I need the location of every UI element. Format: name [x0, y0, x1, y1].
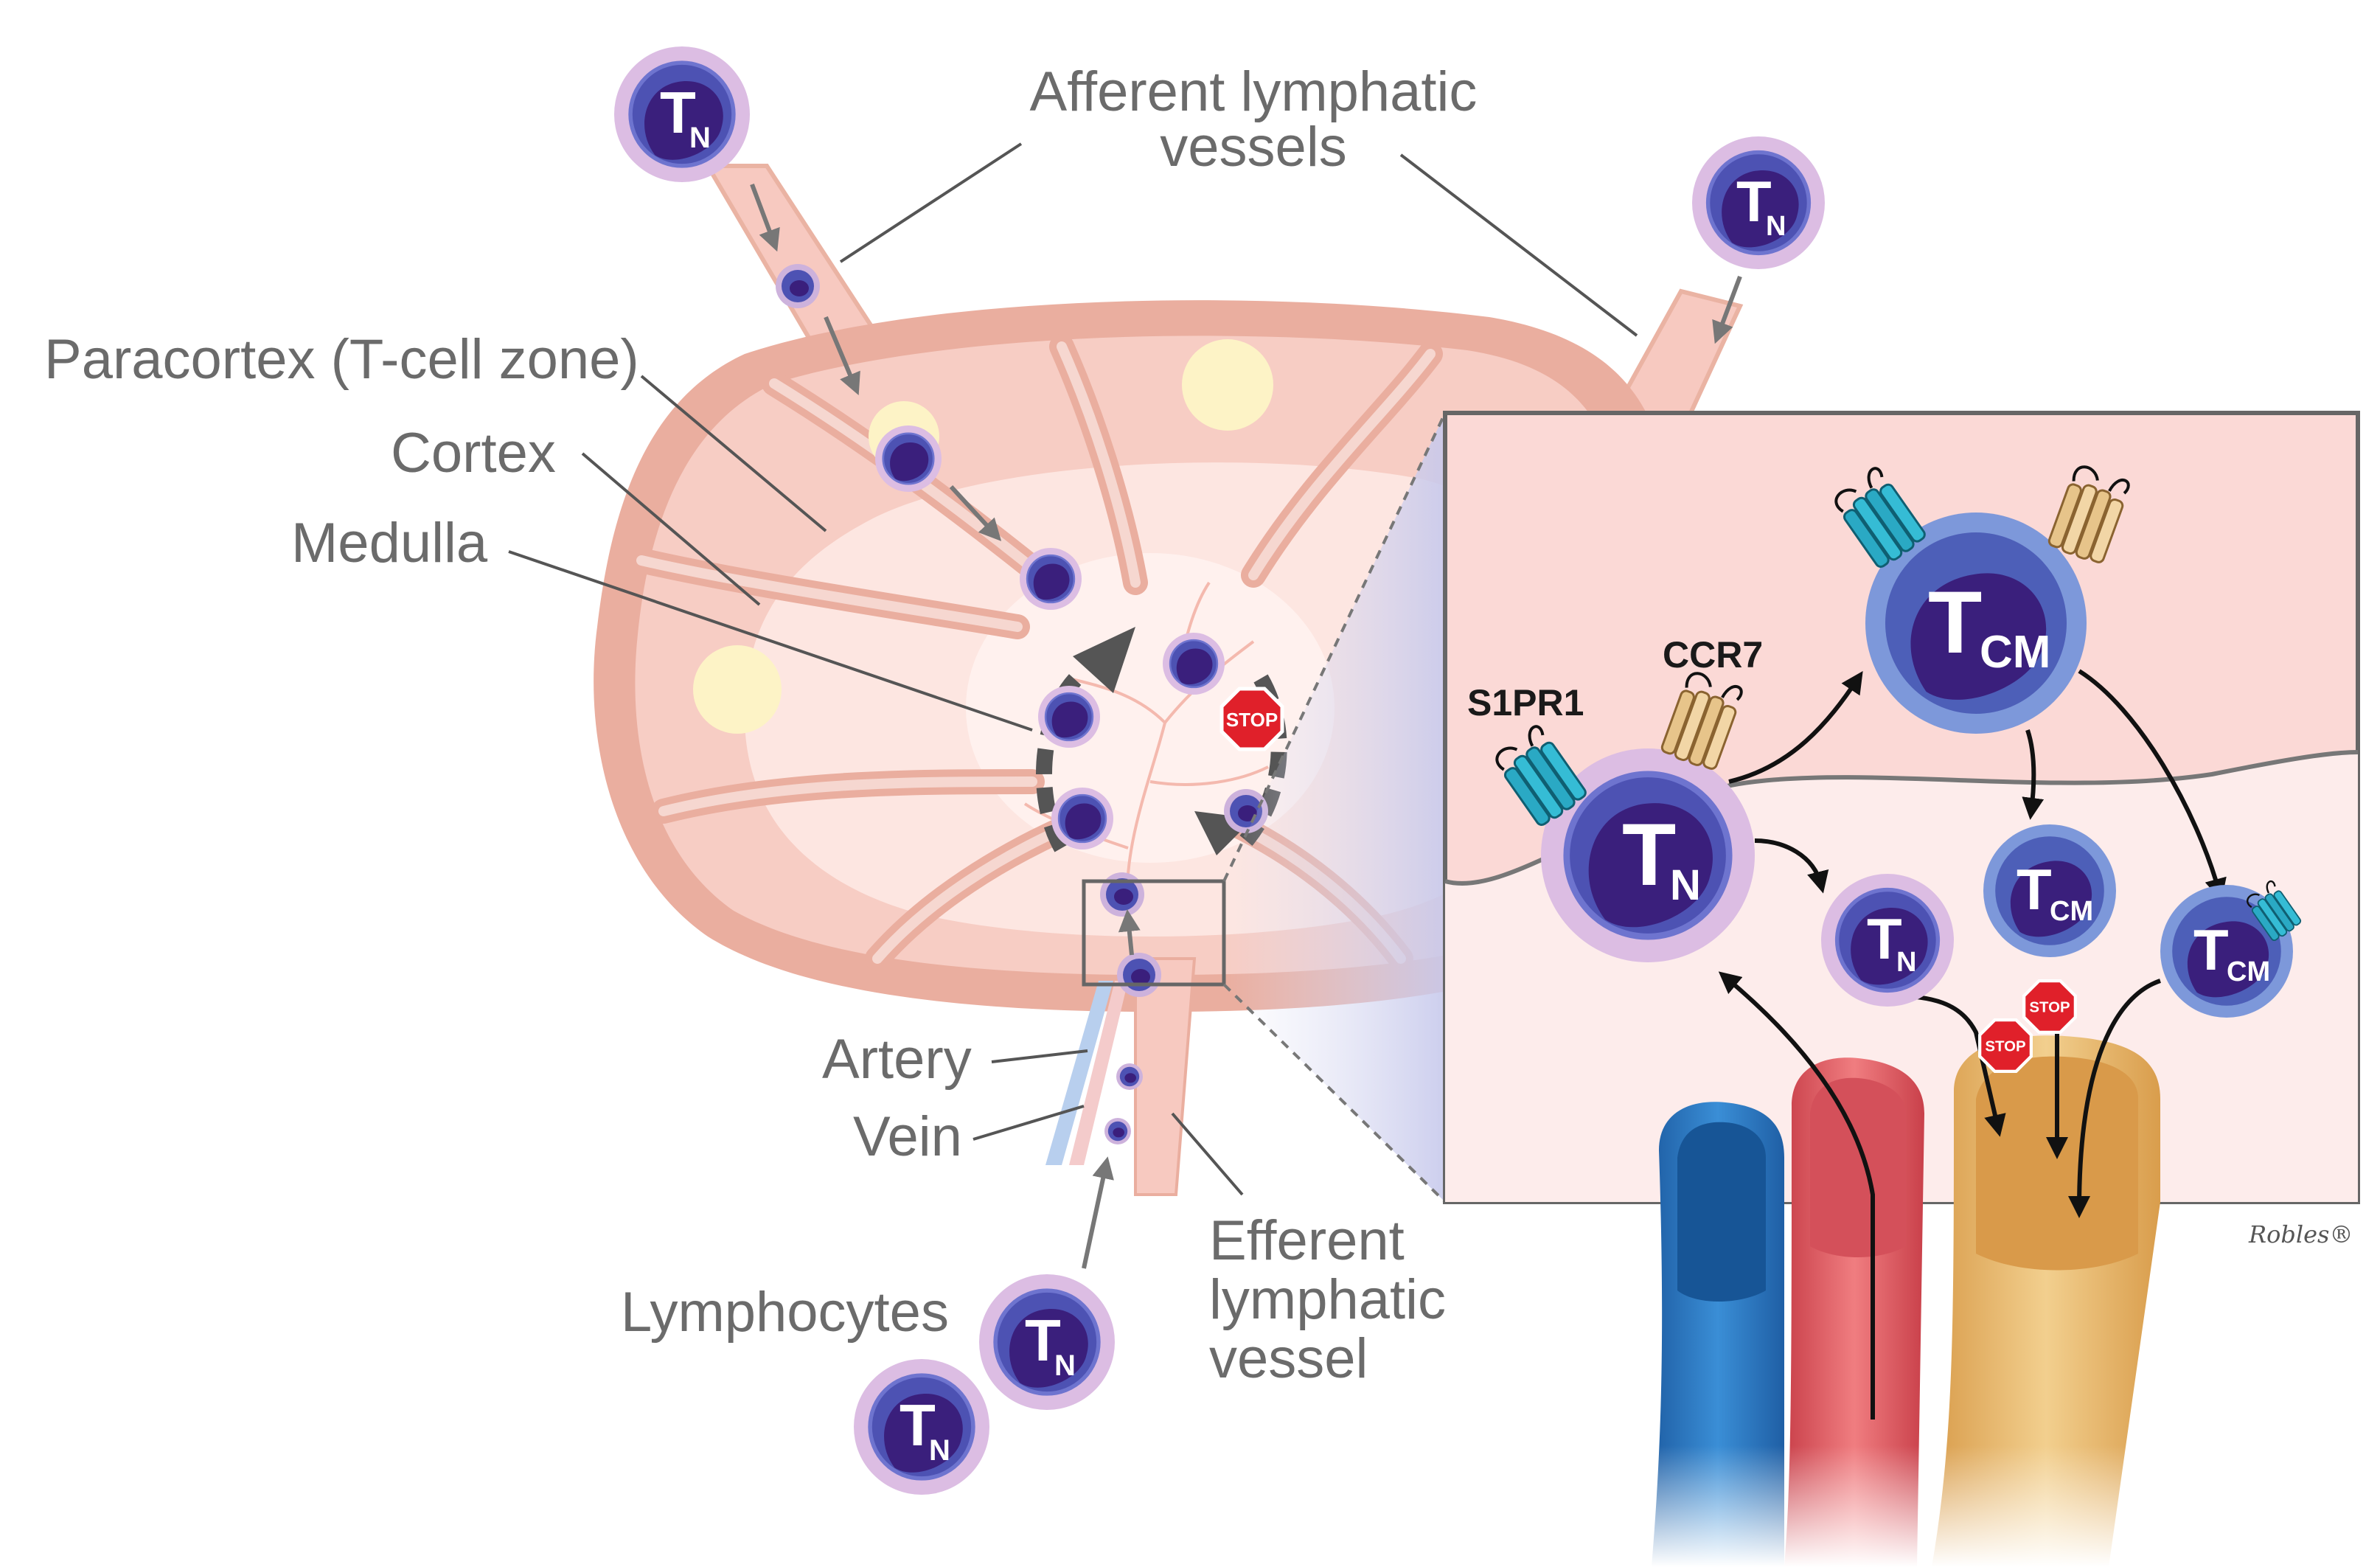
svg-text:STOP: STOP [1226, 709, 1278, 731]
svg-text:N: N [1896, 947, 1916, 978]
label-paracortex: Paracortex (T-cell zone) [44, 328, 639, 391]
fade-overlay [1622, 1445, 2197, 1567]
svg-text:T: T [1025, 1307, 1061, 1373]
afferent-vessel-left [703, 164, 889, 357]
svg-text:CM: CM [2050, 896, 2093, 927]
svg-text:CM: CM [1980, 627, 2050, 678]
label-ccr7: CCR7 [1663, 634, 1763, 675]
memory-t-cell-small: T CM [1983, 824, 2116, 957]
arrow-head [1073, 627, 1135, 693]
leader-lines [508, 142, 1638, 1196]
zoom-lines [1222, 412, 1447, 1203]
label-efferent: Efferent [1209, 1209, 1405, 1272]
artery [1045, 981, 1113, 1165]
svg-text:T: T [660, 80, 696, 145]
paracortex [966, 553, 1335, 863]
label-vein: Vein [853, 1105, 962, 1168]
svg-text:N: N [689, 122, 711, 154]
svg-text:N: N [929, 1434, 950, 1467]
label-afferent: Afferent lymphatic [1030, 60, 1478, 123]
follicle [1182, 339, 1273, 431]
svg-text:T: T [2193, 917, 2229, 982]
naive-t-cell: T N [614, 46, 750, 182]
naive-t-cell: T N [854, 1359, 989, 1495]
naive-t-cell-large: T N [1541, 748, 1755, 962]
svg-text:T: T [1622, 805, 1676, 904]
lymph-vessel-gold [1932, 1035, 2160, 1567]
svg-text:N: N [1670, 861, 1701, 909]
naive-t-cell: T N [1692, 136, 1825, 269]
label-medulla: Medulla [291, 512, 488, 574]
label-s1pr1: S1PR1 [1467, 682, 1584, 723]
svg-text:T: T [900, 1392, 936, 1458]
follicle [693, 645, 782, 734]
vein [1069, 981, 1128, 1165]
svg-text:STOP: STOP [1985, 1039, 2025, 1055]
label-efferent-2: lymphatic [1209, 1268, 1446, 1331]
efferent-vessel [1134, 957, 1197, 1196]
memory-t-cell-large: T CM [1865, 513, 2087, 734]
stop-sign: STOP [1222, 689, 1282, 749]
label-cortex: Cortex [391, 422, 556, 484]
stop-sign: STOP [1980, 1020, 2031, 1071]
svg-text:N: N [1054, 1349, 1076, 1382]
zoom-projection [1224, 413, 1445, 1202]
svg-text:T: T [1928, 573, 1982, 672]
svg-text:CM: CM [2227, 956, 2270, 987]
label-efferent-3: vessel [1209, 1327, 1368, 1390]
svg-text:STOP: STOP [2029, 1000, 2070, 1016]
label-artery: Artery [822, 1028, 972, 1091]
artist-signature: Robles® [2248, 1220, 2353, 1248]
naive-t-cell-small: T N [1821, 874, 1954, 1007]
blood-vessel-red [1784, 1057, 1924, 1567]
svg-text:T: T [2017, 857, 2052, 922]
svg-text:T: T [1867, 906, 1902, 971]
label-lymphocytes: Lymphocytes [621, 1281, 949, 1344]
naive-t-cell: T N [979, 1274, 1115, 1410]
label-afferent-2: vessels [1160, 116, 1346, 178]
svg-text:T: T [1736, 169, 1772, 234]
memory-t-cell-small: T CM [2160, 885, 2293, 1018]
stop-sign: STOP [2024, 981, 2075, 1032]
svg-text:N: N [1766, 211, 1786, 242]
